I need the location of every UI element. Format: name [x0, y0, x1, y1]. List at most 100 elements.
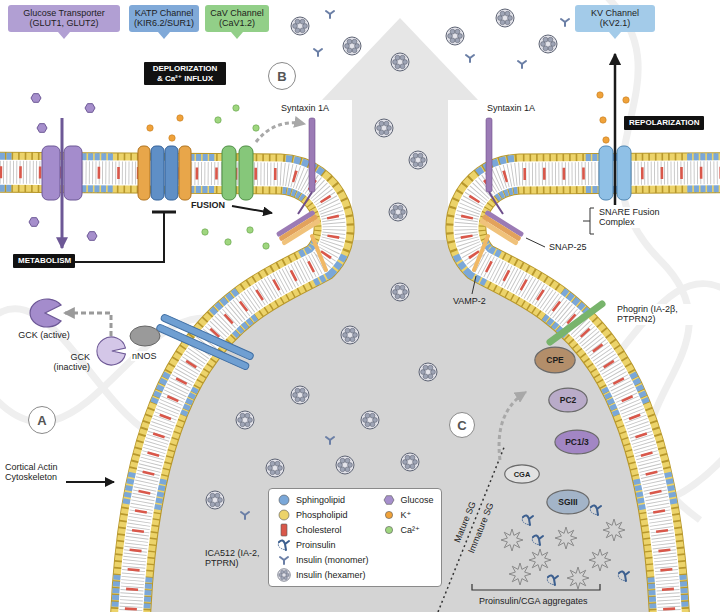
use-part	[389, 203, 407, 221]
legend-box: SphingolipidPhospholipidCholesterolProin…	[268, 488, 442, 587]
use-part	[509, 563, 531, 585]
use-part	[326, 437, 334, 444]
legend-item: Ca²⁺	[381, 523, 434, 537]
channel-label: KV Channel (KV2.1)	[575, 5, 655, 32]
line-part	[312, 236, 326, 270]
leader-line	[472, 208, 594, 294]
protein-shape	[555, 430, 599, 454]
enzyme-outline	[94, 336, 128, 366]
use-part	[225, 239, 231, 245]
use-part	[206, 491, 224, 509]
use-part	[263, 243, 269, 249]
use-part	[597, 92, 603, 98]
rect-part	[239, 146, 253, 200]
inhibition-line	[70, 213, 164, 262]
use-part	[466, 172, 720, 612]
use-part	[37, 124, 47, 133]
swatch-shape	[281, 524, 287, 536]
use-part	[291, 17, 309, 35]
legend-item: Glucose	[381, 493, 434, 507]
part-label: Proinsulin/CGA aggregates	[478, 596, 589, 606]
use-part	[409, 151, 427, 169]
rect-part	[156, 323, 250, 370]
line-part	[472, 276, 476, 294]
legend-item: Proinsulin	[276, 538, 369, 552]
legend-item: Sphingolipid	[276, 493, 369, 507]
lipid-bilayer	[0, 172, 720, 612]
part-label: Cortical Actin Cytoskeleton	[4, 462, 66, 483]
path-part	[583, 208, 594, 234]
use-part	[466, 172, 720, 612]
use-part	[529, 549, 551, 571]
node-text: GCK (active)	[18, 330, 70, 340]
use-part	[215, 117, 221, 123]
node-text: PC1/3	[565, 437, 589, 447]
part-label: Syntaxin 1A	[280, 103, 330, 113]
protein-symbol: PC2	[548, 387, 588, 413]
use-part	[466, 172, 720, 612]
use-part	[589, 549, 611, 571]
label-text: FUSION	[191, 200, 225, 210]
protein-shape	[549, 388, 587, 412]
use-part	[532, 535, 543, 545]
legend-swatch	[276, 508, 292, 522]
use-part	[501, 529, 523, 551]
swatch-shape	[385, 511, 392, 518]
use-part	[343, 37, 361, 55]
part-label: Syntaxin 1A	[486, 103, 536, 113]
legend-text: Ca²⁺	[401, 524, 420, 537]
use-part	[561, 19, 569, 26]
legend-text: K⁺	[401, 509, 412, 522]
use-part	[446, 27, 464, 45]
node-text: KV Channel (KV2.1)	[579, 8, 651, 29]
node-text: C	[457, 418, 466, 433]
channel-label: CaV Channel (CaV1.2)	[205, 5, 269, 32]
label-text: SNAP-25	[549, 242, 587, 252]
swatch-symbol	[278, 569, 291, 582]
label-text: Proinsulin/CGA aggregates	[479, 596, 588, 606]
protein-shape	[535, 347, 575, 373]
legend-text: Sphingolipid	[296, 494, 345, 507]
label-text: VAMP-2	[453, 296, 486, 306]
rect-part	[486, 118, 492, 192]
rect-part	[151, 146, 164, 200]
swatch-shape	[384, 496, 394, 505]
insulin-hexamer	[206, 9, 557, 509]
fusion-arrow	[232, 206, 272, 213]
calcium-ion	[202, 105, 269, 249]
node-text: REPOLARIZATION	[629, 118, 699, 128]
part-label: VAMP-2	[452, 296, 487, 306]
potassium-ion	[147, 92, 629, 143]
swatch-symbol	[278, 540, 289, 550]
use-part	[618, 571, 629, 581]
use-part	[603, 137, 609, 143]
enzyme-symbol: GCK (inactive)	[94, 336, 128, 366]
use-part	[85, 104, 95, 113]
phogrin-protein	[550, 304, 602, 342]
use-part	[336, 456, 354, 474]
label-text: Cortical Actin Cytoskeleton	[5, 462, 65, 483]
vamp-rod	[312, 236, 488, 270]
rect-part	[42, 146, 60, 200]
use-part	[375, 119, 393, 137]
rect-part	[64, 146, 82, 200]
use-part	[266, 459, 284, 477]
node-text: DEPLORIZATION & Ca²⁺ INFLUX	[149, 64, 221, 83]
legend-text: Insulin (hexamer)	[296, 569, 366, 582]
node-text: A	[37, 413, 46, 428]
use-part	[253, 125, 259, 131]
legend-swatch	[381, 523, 397, 537]
label-text: Phogrin (IA-2β, PTPRN2)	[617, 304, 695, 325]
glucose-molecule	[29, 94, 97, 241]
legend-item: Insulin (monomer)	[276, 553, 369, 567]
panel-letter: B	[268, 62, 296, 90]
label-text: Syntaxin 1A	[281, 103, 329, 113]
insulin-monomer	[241, 11, 569, 519]
label-text: Syntaxin 1A	[487, 103, 535, 113]
use-part	[590, 505, 601, 515]
protein-shape	[505, 465, 540, 483]
legend-item: Phospholipid	[276, 508, 369, 522]
swatch-shape	[279, 510, 289, 520]
use-part	[600, 117, 606, 123]
